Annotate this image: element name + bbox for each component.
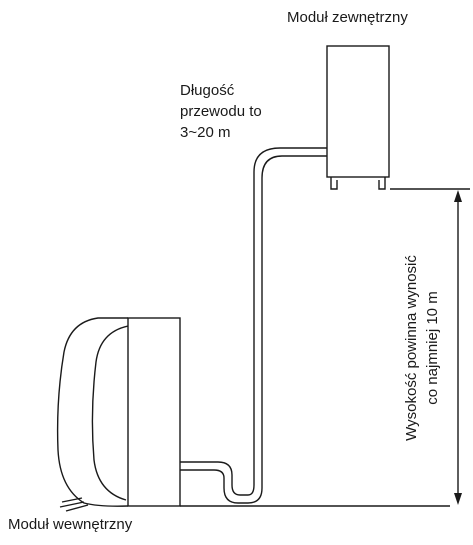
dimension-arrowheads [454,190,462,505]
height-requirement-line-2: co najmniej 10 m [424,291,441,405]
pipe-length-label: Długość przewodu to 3~20 m [180,80,262,143]
pipe-length-line-1: Długość [180,82,235,99]
indoor-unit-drawing [56,317,450,512]
pipe-length-line-2: przewodu to [180,103,262,120]
outdoor-unit-label: Moduł zewnętrzny [287,9,408,26]
height-requirement-label: Wysokość powinna wynosić co najmniej 10 … [401,255,443,441]
outdoor-unit-drawing [326,45,390,190]
indoor-unit-label: Moduł wewnętrzny [8,516,133,533]
pipe-length-line-3: 3~20 m [180,124,231,141]
height-dimension [390,188,470,500]
height-requirement-line-1: Wysokość powinna wynosić [403,255,420,441]
refrigerant-pipe [180,147,327,504]
